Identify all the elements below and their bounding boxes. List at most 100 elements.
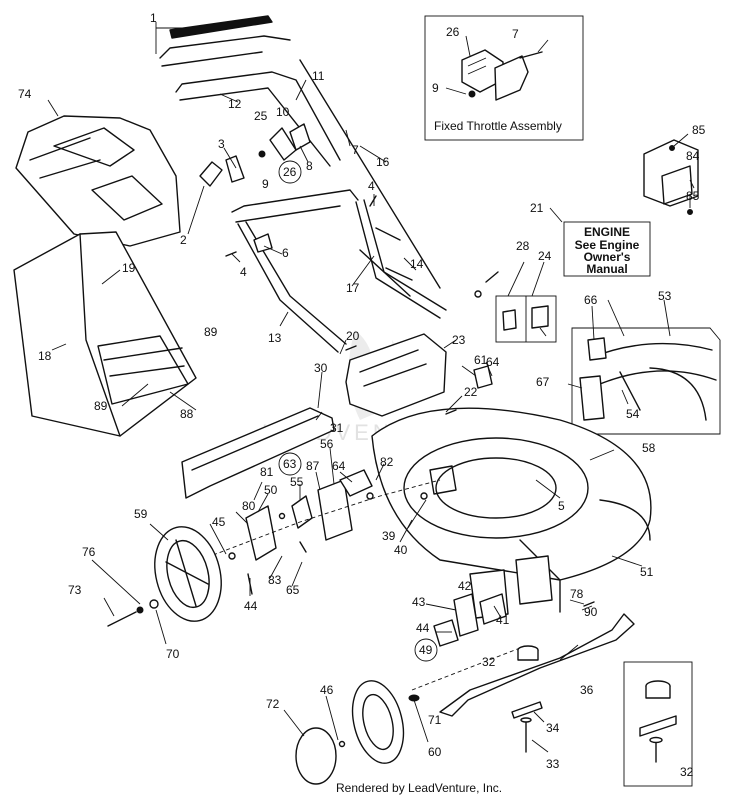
- callout: 40: [394, 543, 408, 557]
- callout: 44: [416, 621, 430, 635]
- callout: 24: [538, 249, 552, 263]
- handle-assembly: [159, 15, 447, 353]
- callout: 7: [512, 27, 519, 41]
- callout: 70: [166, 647, 180, 661]
- callout: 31: [330, 421, 344, 435]
- engine-bracket: [643, 139, 699, 215]
- callout: 7: [352, 143, 359, 157]
- callout: 23: [452, 333, 466, 347]
- callout: 66: [584, 293, 598, 307]
- callout: 2: [180, 233, 187, 247]
- callout: 32: [482, 655, 496, 669]
- callout: 72: [266, 697, 280, 711]
- callout: 4: [240, 265, 247, 279]
- callout: 20: [346, 329, 360, 343]
- callout: 81: [260, 465, 274, 479]
- callout: 49: [419, 643, 433, 657]
- callout: 64: [486, 355, 500, 369]
- callout: 85: [686, 189, 700, 203]
- callout: 90: [584, 605, 598, 619]
- fixed-throttle-box: Fixed Throttle Assembly: [424, 15, 584, 141]
- callout: 59: [134, 507, 148, 521]
- callout: 13: [268, 331, 282, 345]
- callout: 76: [82, 545, 96, 559]
- callout: 65: [286, 583, 300, 597]
- callout: 26: [446, 25, 460, 39]
- callout: 33: [546, 757, 560, 771]
- callout: 63: [283, 457, 297, 471]
- footer-credit: Rendered by LeadVenture, Inc.: [336, 781, 502, 795]
- callout: 41: [496, 613, 510, 627]
- callout-circle: [278, 160, 302, 184]
- callout: 36: [580, 683, 594, 697]
- callout: 10: [276, 105, 290, 119]
- callout: 87: [306, 459, 320, 473]
- fixed-throttle-title: Fixed Throttle Assembly: [434, 119, 562, 133]
- callout-circle: [278, 452, 302, 476]
- callout: 4: [368, 179, 375, 193]
- callout: 17: [346, 281, 360, 295]
- callout: 6: [282, 246, 289, 260]
- callout: 9: [262, 177, 269, 191]
- callout: 56: [320, 437, 334, 451]
- callout: 50: [264, 483, 278, 497]
- callout: 51: [640, 565, 654, 579]
- callout: 43: [412, 595, 426, 609]
- callout: 88: [180, 407, 194, 421]
- grass-bag: [13, 115, 197, 437]
- callout: 11: [312, 69, 325, 83]
- callout-circle: [414, 638, 438, 662]
- chute-and-shield: [181, 333, 493, 499]
- bracket-box: [495, 295, 557, 343]
- engine-line-3: Manual: [586, 262, 627, 276]
- callout: 30: [314, 361, 328, 375]
- blade-adapter-box: [623, 661, 693, 787]
- callout: 8: [306, 159, 313, 173]
- callout: 3: [218, 137, 225, 151]
- callout: 64: [332, 459, 346, 473]
- callout: 85: [692, 123, 706, 137]
- engine-box: ENGINE See Engine Owner's Manual: [563, 221, 651, 277]
- deck: [371, 407, 652, 619]
- callout: 34: [546, 721, 560, 735]
- callout: 16: [376, 155, 390, 169]
- height-adjusters: [199, 469, 521, 691]
- callout: 28: [516, 239, 530, 253]
- callout: 73: [68, 583, 82, 597]
- callout: 45: [212, 515, 226, 529]
- blade-assembly: [439, 613, 635, 753]
- callout: 82: [380, 455, 394, 469]
- callout: 89: [94, 399, 108, 413]
- callout: 78: [570, 587, 584, 601]
- callout: 25: [254, 109, 268, 123]
- callout: 80: [242, 499, 256, 513]
- wheels: [107, 526, 420, 785]
- callout: 14: [410, 257, 424, 271]
- callout: 67: [536, 375, 550, 389]
- callout: 55: [290, 475, 304, 489]
- engine-line-2: Owner's: [584, 250, 631, 264]
- callout: 44: [244, 599, 258, 613]
- callout: 46: [320, 683, 334, 697]
- fasteners: [225, 195, 595, 607]
- callout: 84: [686, 149, 700, 163]
- callout: 42: [458, 579, 472, 593]
- callout: 71: [428, 713, 442, 727]
- callout: 54: [626, 407, 640, 421]
- callout: 21: [530, 201, 544, 215]
- callout: 12: [228, 97, 242, 111]
- rear-flap-box: [571, 327, 721, 435]
- leader-lines: [47, 22, 695, 753]
- callout: 22: [464, 385, 478, 399]
- callout: 9: [432, 81, 439, 95]
- callout: 89: [204, 325, 218, 339]
- callout: 83: [268, 573, 282, 587]
- callout: 26: [283, 165, 297, 179]
- callout: 18: [38, 349, 52, 363]
- callout: 53: [658, 289, 672, 303]
- engine-title: ENGINE: [584, 225, 630, 239]
- callout: 61: [474, 353, 488, 367]
- callout: 58: [642, 441, 656, 455]
- callout: 60: [428, 745, 442, 759]
